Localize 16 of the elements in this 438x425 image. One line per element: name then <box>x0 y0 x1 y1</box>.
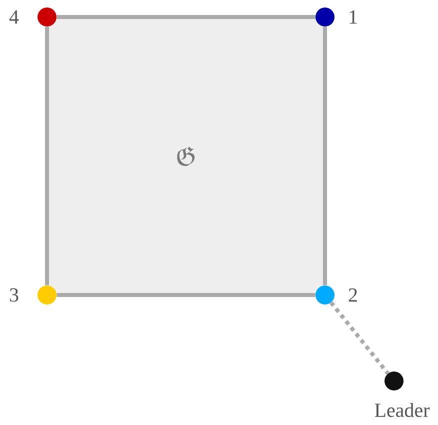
graph-edge <box>45 26 49 286</box>
vertex-label: 1 <box>350 10 357 24</box>
graph-edge <box>56 293 316 297</box>
vertex-dot <box>38 8 56 26</box>
face-region: $\mathfrak{G}$ <box>47 17 325 295</box>
leader-line <box>330 301 390 375</box>
graph-edge <box>323 26 327 286</box>
vertex-dot <box>316 8 334 26</box>
vertex-dot <box>316 286 334 304</box>
vertex-dot <box>384 372 404 390</box>
vertex-label: 3 <box>10 288 18 302</box>
vertex-label: 2 <box>348 288 357 302</box>
vertex-dot <box>38 286 56 304</box>
graph-edge <box>56 15 316 19</box>
vertex-label: 4 <box>9 10 19 24</box>
vertex-label: Leader <box>374 402 430 418</box>
